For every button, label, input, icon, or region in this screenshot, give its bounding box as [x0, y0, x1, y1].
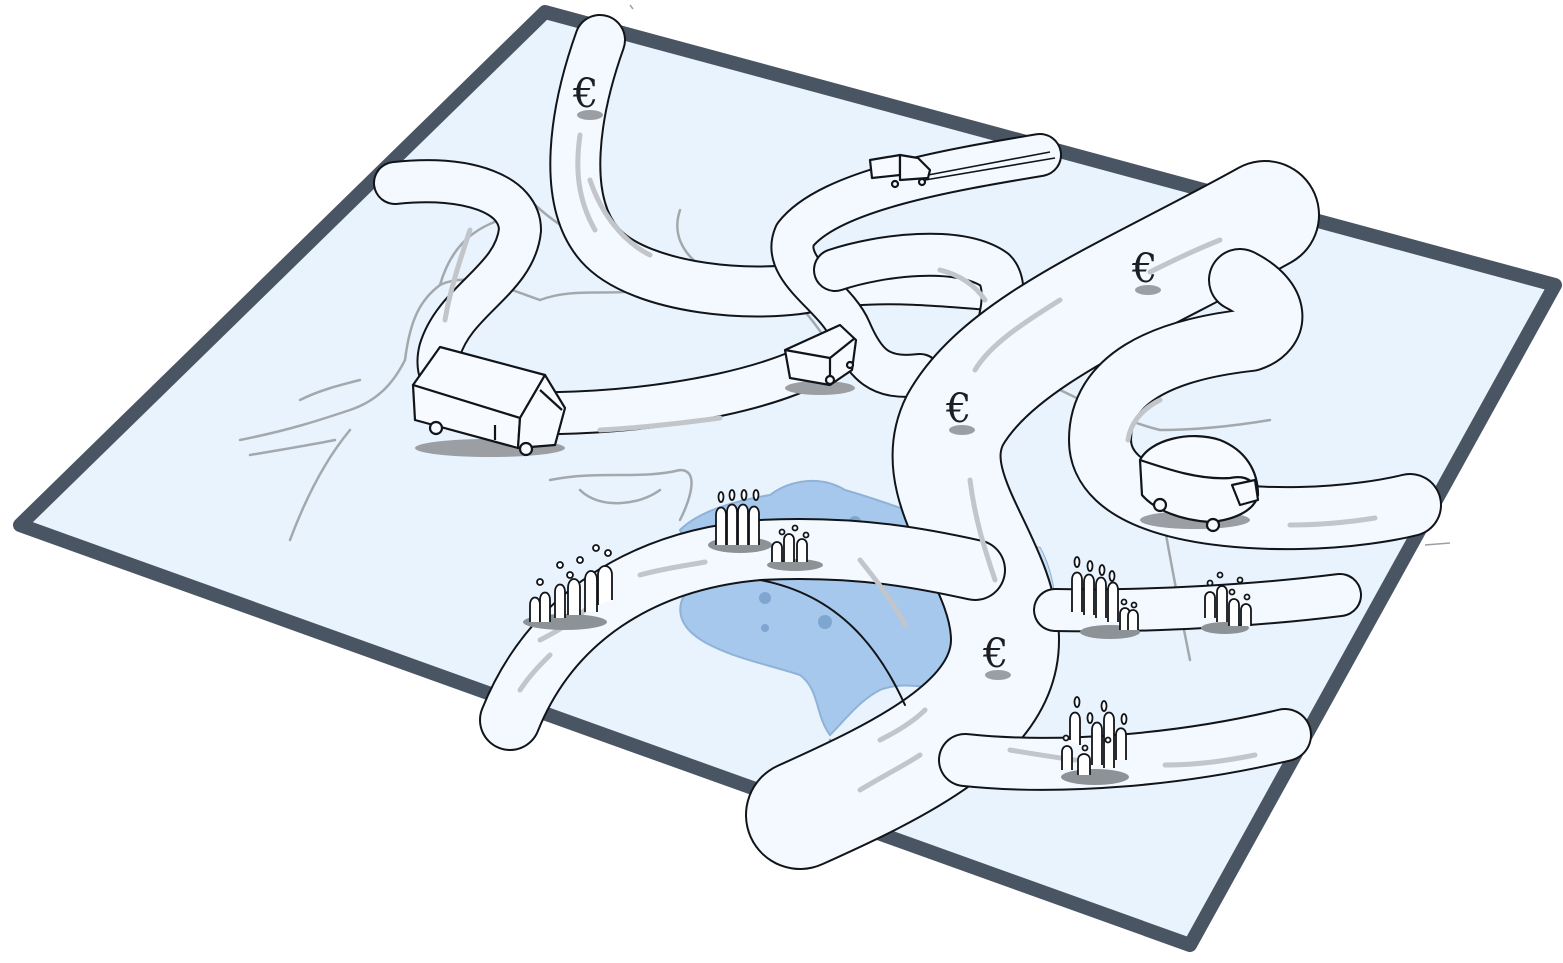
svg-text:€: €	[572, 71, 598, 117]
svg-text:€: €	[982, 631, 1008, 677]
svg-text:€: €	[945, 386, 971, 432]
euro-sign-icon: €	[572, 71, 603, 120]
euro-sign-icon: €	[945, 386, 975, 435]
euro-sign-icon: €	[982, 631, 1011, 680]
euro-sign-icon: €	[1131, 246, 1161, 295]
svg-text:€: €	[1131, 246, 1157, 292]
